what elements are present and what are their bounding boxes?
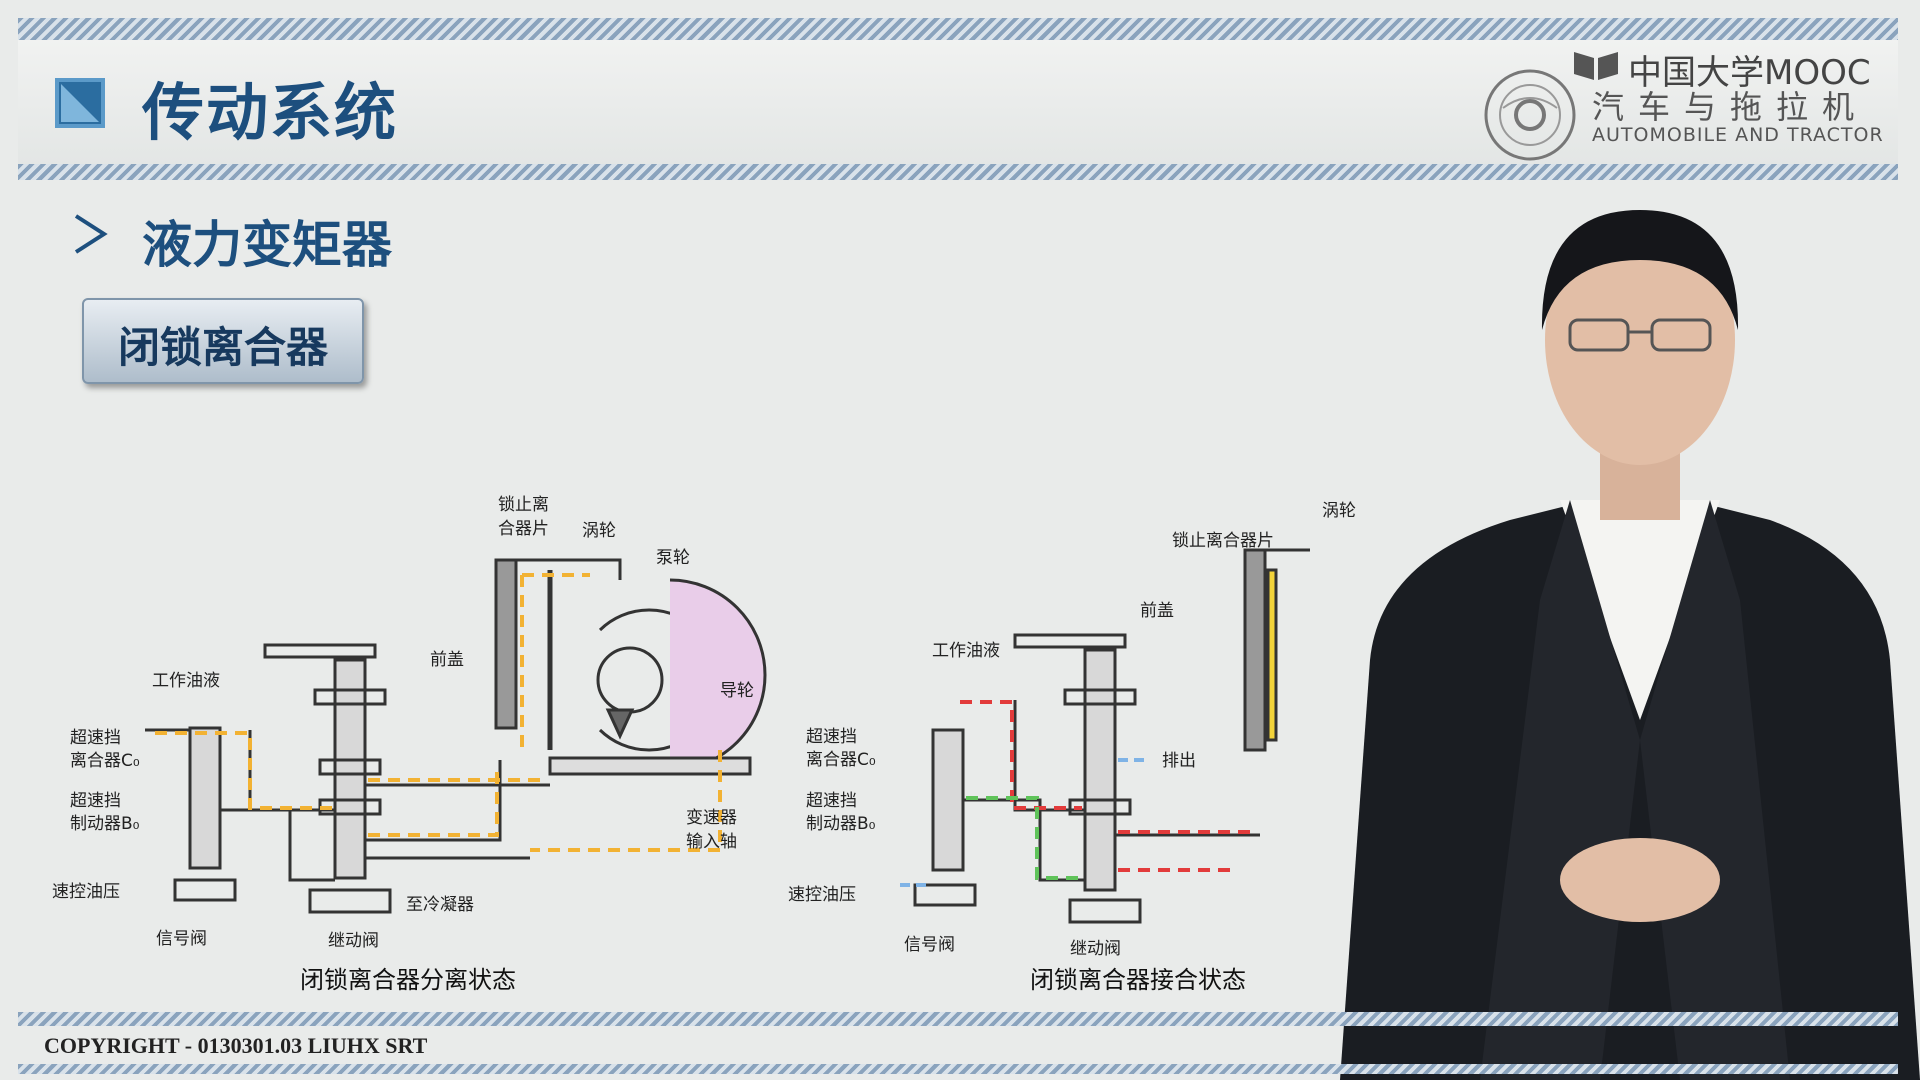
- label-r-turbine: 涡轮: [1322, 501, 1356, 521]
- label-r-signal-valve: 信号阀: [904, 935, 955, 955]
- diagram-engaged: [900, 548, 1310, 924]
- label-r-lockup-plate: 锁止离合器片: [1172, 531, 1274, 551]
- label-governor: 速控油压: [52, 882, 120, 902]
- label-r-front-cover: 前盖: [1140, 601, 1174, 621]
- footer-stripe: [18, 1012, 1898, 1026]
- label-r-governor: 速控油压: [788, 885, 856, 905]
- logo-chinese-name: 汽车与拖拉机: [1592, 88, 1869, 126]
- header-stripe: [18, 164, 1898, 180]
- label-od-clutch-2: 离合器C₀: [70, 751, 140, 771]
- label-lockup-plate-2: 合器片: [498, 519, 549, 539]
- label-stator: 导轮: [720, 681, 754, 701]
- label-r-od-brake-1: 超速挡: [806, 791, 857, 811]
- label-od-brake-2: 制动器B₀: [70, 814, 140, 834]
- presenter-figure: [1340, 210, 1920, 1080]
- label-r-working-fluid: 工作油液: [932, 641, 1000, 661]
- title-square-icon: [55, 78, 105, 128]
- topic-badge-label: 闭锁离合器: [117, 323, 328, 372]
- university-seal-icon: [1484, 69, 1576, 161]
- caption-disengaged: 闭锁离合器分离状态: [300, 966, 516, 994]
- label-r-od-clutch-1: 超速挡: [806, 727, 857, 747]
- label-r-relay-valve: 继动阀: [1070, 939, 1121, 959]
- label-input-shaft-1: 变速器: [686, 808, 737, 828]
- diagram-disengaged: [145, 558, 767, 914]
- topic-badge: 闭锁离合器: [82, 298, 364, 384]
- label-signal-valve: 信号阀: [156, 929, 207, 949]
- label-r-od-clutch-2: 离合器C₀: [806, 750, 876, 770]
- label-input-shaft-2: 输入轴: [686, 832, 737, 852]
- label-od-clutch-1: 超速挡: [70, 728, 121, 748]
- label-r-od-brake-2: 制动器B₀: [806, 814, 876, 834]
- mooc-logo: 中国大学MOOC: [1628, 53, 1871, 93]
- top-stripe: [18, 18, 1898, 40]
- bottom-stripe: [18, 1064, 1898, 1074]
- label-front-cover: 前盖: [430, 650, 464, 670]
- logo-english-name: AUTOMOBILE AND TRACTOR: [1592, 124, 1884, 146]
- mooc-book-icon: [1574, 52, 1618, 80]
- label-relay-valve: 继动阀: [328, 931, 379, 951]
- label-working-fluid: 工作油液: [152, 671, 220, 691]
- page-title: 传动系统: [142, 76, 399, 149]
- label-od-brake-1: 超速挡: [70, 791, 121, 811]
- label-pump: 泵轮: [656, 548, 690, 568]
- label-to-cooler: 至冷凝器: [406, 895, 474, 915]
- caption-engaged: 闭锁离合器接合状态: [1030, 966, 1246, 994]
- label-turbine: 涡轮: [582, 521, 616, 541]
- label-r-exhaust: 排出: [1162, 751, 1196, 771]
- label-lockup-plate-1: 锁止离: [498, 495, 549, 515]
- chevron-right-icon: [74, 214, 108, 254]
- section-subtitle: 液力变矩器: [142, 216, 392, 274]
- copyright-text: COPYRIGHT - 0130301.03 LIUHX SRT: [44, 1033, 428, 1058]
